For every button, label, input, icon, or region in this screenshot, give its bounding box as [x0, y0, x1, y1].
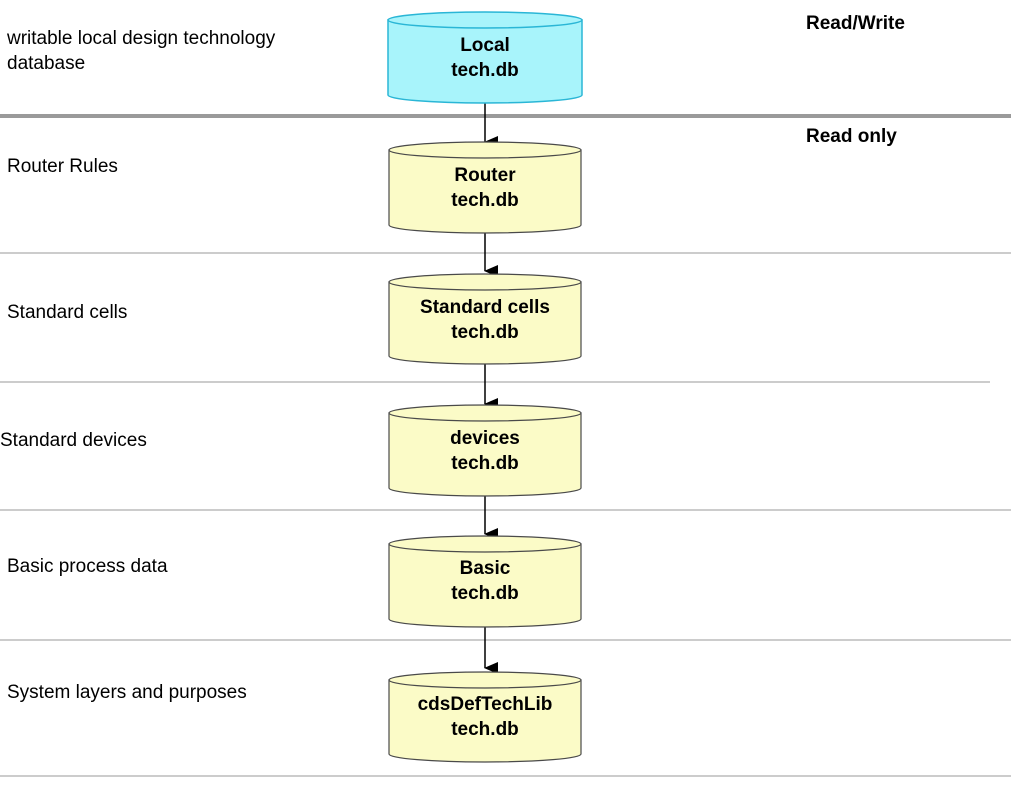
- layer-label-standard-cells: Standard cells: [7, 302, 128, 323]
- layer-label-basic-process: Basic process data: [7, 556, 168, 577]
- basic-techdb-cylinder: Basic tech.db: [388, 535, 582, 628]
- cdsdeftechlib-db-name: cdsDefTechLib: [418, 694, 553, 715]
- layer-label-standard-devices: Standard devices: [0, 430, 147, 451]
- read-write-header: Read/Write: [806, 13, 905, 34]
- router-db-name: Router: [454, 165, 516, 186]
- local-db-name: Local: [460, 35, 510, 56]
- devices-techdb-cylinder: devices tech.db: [388, 404, 582, 497]
- router-techdb-cylinder: Router tech.db: [388, 141, 582, 234]
- devices-db-name: devices: [450, 428, 520, 449]
- basic-db-file: tech.db: [451, 583, 519, 604]
- devices-db-file: tech.db: [451, 453, 519, 474]
- local-db-file: tech.db: [451, 60, 519, 81]
- standard-cells-techdb-cylinder: Standard cells tech.db: [388, 273, 582, 365]
- layer-label-router: Router Rules: [7, 156, 118, 177]
- standard-cells-db-name: Standard cells: [420, 297, 550, 318]
- cdsdeftechlib-techdb-cylinder: cdsDefTechLib tech.db: [388, 671, 582, 763]
- read-only-header: Read only: [806, 126, 897, 147]
- layer-label-system-layers: System layers and purposes: [7, 682, 247, 703]
- cdsdeftechlib-db-file: tech.db: [451, 719, 519, 740]
- router-db-file: tech.db: [451, 190, 519, 211]
- local-techdb-cylinder: Local tech.db: [387, 11, 583, 104]
- basic-db-name: Basic: [460, 558, 511, 579]
- layer-label-local: writable local design technology databas…: [7, 28, 276, 74]
- standard-cells-db-file: tech.db: [451, 322, 519, 343]
